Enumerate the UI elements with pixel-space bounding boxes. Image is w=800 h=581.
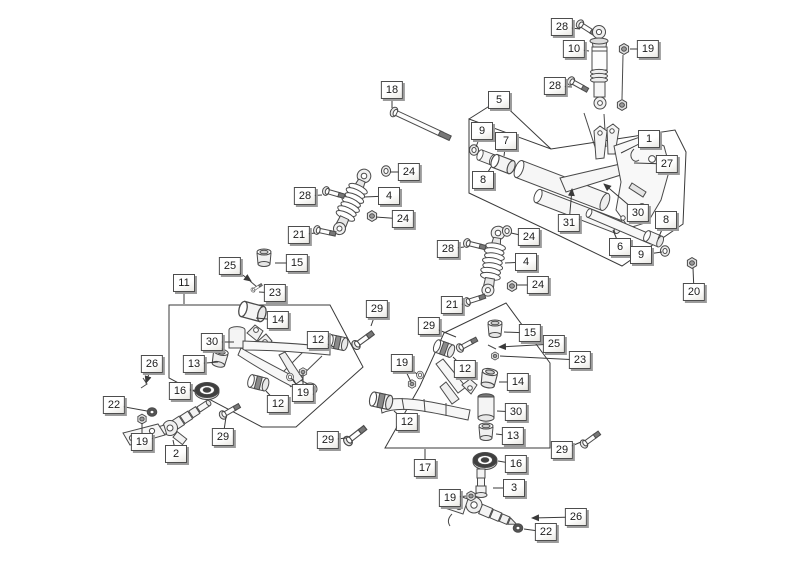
callout-24[interactable]: 24 — [526, 276, 550, 294]
callout-12[interactable]: 12 — [306, 331, 330, 349]
callout-16[interactable]: 16 — [504, 455, 528, 473]
callout-12[interactable]: 12 — [453, 360, 477, 378]
callout-17[interactable]: 17 — [413, 459, 437, 477]
callout-29[interactable]: 29 — [316, 431, 340, 449]
callout-25[interactable]: 25 — [218, 257, 242, 275]
callout-27[interactable]: 27 — [655, 155, 679, 173]
callout-5[interactable]: 5 — [488, 91, 510, 109]
callout-3[interactable]: 3 — [503, 479, 525, 497]
callout-15[interactable]: 15 — [518, 324, 542, 342]
callout-4[interactable]: 4 — [515, 253, 537, 271]
rear-axle-shaft — [585, 208, 698, 269]
callout-26[interactable]: 26 — [564, 508, 588, 526]
swing-arm-outline — [468, 118, 687, 267]
callout-1[interactable]: 1 — [638, 130, 660, 148]
cotter-pin-left — [140, 377, 148, 389]
callout-19[interactable]: 19 — [438, 489, 462, 507]
clip-part-1 — [630, 148, 640, 162]
leader-line-23 — [499, 355, 581, 361]
callout-24[interactable]: 24 — [517, 228, 541, 246]
callout-31[interactable]: 31 — [557, 214, 581, 232]
callout-23[interactable]: 23 — [263, 284, 287, 302]
callout-13[interactable]: 13 — [501, 427, 525, 445]
callout-30[interactable]: 30 — [200, 333, 224, 351]
callout-19[interactable]: 19 — [130, 433, 154, 451]
callout-12[interactable]: 12 — [266, 395, 290, 413]
callout-11[interactable]: 11 — [173, 274, 195, 292]
callout-19[interactable]: 19 — [291, 384, 315, 402]
callout-28[interactable]: 28 — [543, 77, 567, 95]
callout-30[interactable]: 30 — [626, 204, 650, 222]
callout-29[interactable]: 29 — [211, 428, 235, 446]
callout-6[interactable]: 6 — [609, 238, 631, 256]
callout-13[interactable]: 13 — [182, 355, 206, 373]
callout-9[interactable]: 9 — [471, 122, 493, 140]
callout-14[interactable]: 14 — [266, 311, 290, 329]
cup-group-right — [487, 319, 503, 361]
callout-29[interactable]: 29 — [365, 300, 389, 318]
callout-29[interactable]: 29 — [417, 317, 441, 335]
callout-21[interactable]: 21 — [287, 226, 311, 244]
callout-8[interactable]: 8 — [472, 171, 494, 189]
callout-25[interactable]: 25 — [542, 335, 566, 353]
callout-22[interactable]: 22 — [102, 396, 126, 414]
callout-15[interactable]: 15 — [285, 254, 309, 272]
callout-28[interactable]: 28 — [550, 18, 574, 36]
callout-19[interactable]: 19 — [636, 40, 660, 58]
right-arm-stack — [472, 366, 499, 470]
callout-23[interactable]: 23 — [568, 351, 592, 369]
rear-shock-nuts — [616, 43, 630, 111]
callout-19[interactable]: 19 — [390, 354, 414, 372]
callout-21[interactable]: 21 — [440, 296, 464, 314]
callout-24[interactable]: 24 — [397, 163, 421, 181]
callout-8[interactable]: 8 — [655, 211, 677, 229]
callout-22[interactable]: 22 — [534, 523, 558, 541]
callout-7[interactable]: 7 — [495, 132, 517, 150]
callout-26[interactable]: 26 — [140, 355, 164, 373]
callout-28[interactable]: 28 — [436, 240, 460, 258]
callout-10[interactable]: 10 — [562, 40, 586, 58]
rear-shock-absorber — [565, 17, 630, 151]
callout-24[interactable]: 24 — [391, 210, 415, 228]
callout-30[interactable]: 30 — [504, 403, 528, 421]
callout-9[interactable]: 9 — [630, 246, 652, 264]
callout-28[interactable]: 28 — [293, 187, 317, 205]
callout-14[interactable]: 14 — [506, 373, 530, 391]
callout-18[interactable]: 18 — [380, 81, 404, 99]
pivot-bolt — [389, 106, 452, 142]
cup-group-left — [249, 248, 272, 294]
callout-4[interactable]: 4 — [378, 187, 400, 205]
lower-arm-group-left — [168, 299, 377, 448]
callout-2[interactable]: 2 — [165, 445, 187, 463]
right-arm-outline — [384, 302, 551, 449]
left-arm-outline — [168, 304, 364, 428]
callout-20[interactable]: 20 — [682, 283, 706, 301]
callout-29[interactable]: 29 — [550, 441, 574, 459]
callout-12[interactable]: 12 — [395, 413, 419, 431]
callout-16[interactable]: 16 — [168, 382, 192, 400]
